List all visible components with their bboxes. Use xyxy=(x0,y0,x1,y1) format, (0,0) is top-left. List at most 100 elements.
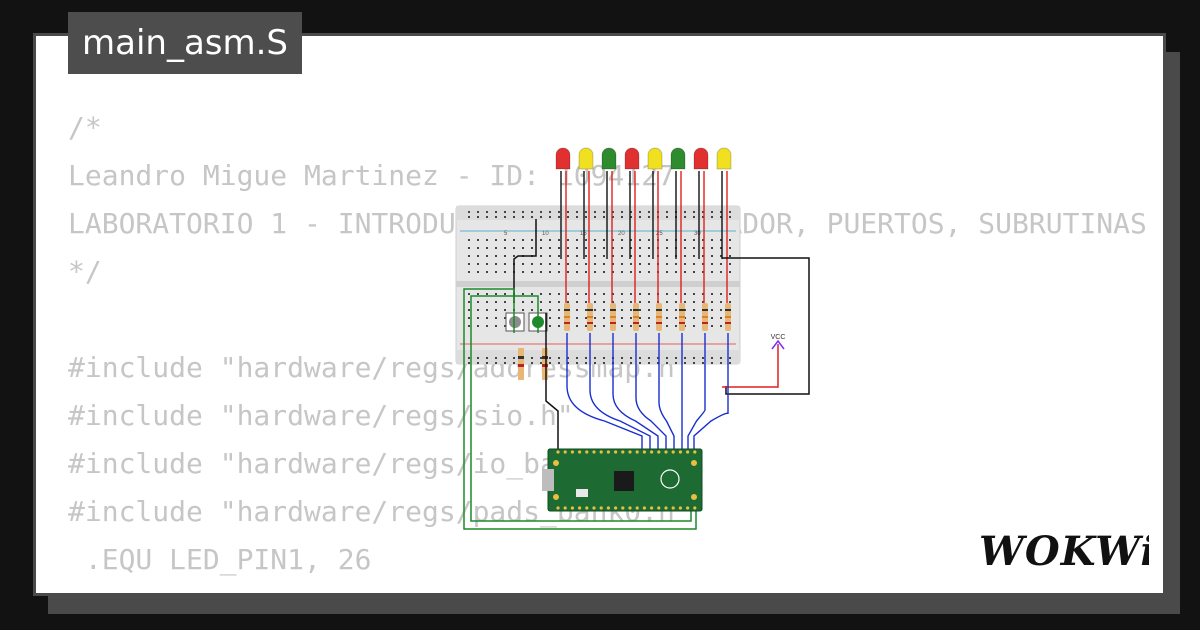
hole xyxy=(720,317,722,319)
hole xyxy=(486,301,488,303)
hole xyxy=(666,325,668,327)
hole xyxy=(603,239,605,241)
breadboard-rail-top xyxy=(456,206,740,220)
hole xyxy=(531,271,533,273)
resistor-band xyxy=(633,322,639,324)
hole xyxy=(720,325,722,327)
hole xyxy=(477,263,479,265)
hole xyxy=(702,263,704,265)
pico-pin xyxy=(650,450,654,454)
hole xyxy=(603,362,605,364)
hole xyxy=(648,317,650,319)
pico-pin xyxy=(592,506,596,510)
code-line: /* xyxy=(68,111,102,144)
hole xyxy=(477,325,479,327)
pico-pin xyxy=(628,450,632,454)
hole xyxy=(495,325,497,327)
hole xyxy=(468,293,470,295)
hole xyxy=(558,247,560,249)
pico-pin xyxy=(592,450,596,454)
pico-pin xyxy=(606,450,610,454)
hole xyxy=(549,362,551,364)
hole xyxy=(702,255,704,257)
hole xyxy=(522,247,524,249)
code-line: .EQU LED_PIN1, 26 xyxy=(68,543,372,576)
pico-pin xyxy=(599,450,603,454)
hole xyxy=(639,293,641,295)
hole xyxy=(567,216,569,218)
resistor-band xyxy=(542,356,548,359)
resistor-band xyxy=(725,316,731,318)
hole xyxy=(603,301,605,303)
hole xyxy=(522,216,524,218)
hole xyxy=(630,317,632,319)
hole xyxy=(504,293,506,295)
hole xyxy=(621,309,623,311)
hole xyxy=(585,301,587,303)
resistor-band xyxy=(564,309,570,311)
hole xyxy=(621,247,623,249)
hole xyxy=(486,263,488,265)
pico-pin xyxy=(657,506,661,510)
hole xyxy=(504,211,506,213)
pico-pin xyxy=(585,506,589,510)
hole xyxy=(621,255,623,257)
resistor-band xyxy=(587,316,593,318)
pico-pin xyxy=(614,450,618,454)
hole xyxy=(729,357,731,359)
hole xyxy=(693,309,695,311)
hole xyxy=(720,362,722,364)
hole xyxy=(702,239,704,241)
hole xyxy=(693,293,695,295)
wire-black xyxy=(722,257,810,395)
hole xyxy=(594,362,596,364)
hole xyxy=(684,211,686,213)
hole xyxy=(477,317,479,319)
column-label: 20 xyxy=(618,231,625,237)
hole xyxy=(639,239,641,241)
hole xyxy=(540,271,542,273)
file-tab[interactable]: main_asm.S xyxy=(68,12,303,74)
resistor-band xyxy=(633,316,639,318)
hole xyxy=(612,263,614,265)
hole xyxy=(504,263,506,265)
resistor-band xyxy=(542,364,548,367)
resistor-band xyxy=(702,316,708,318)
hole xyxy=(684,362,686,364)
hole xyxy=(567,263,569,265)
pico-pin xyxy=(693,450,697,454)
hole xyxy=(468,239,470,241)
hole xyxy=(468,362,470,364)
hole xyxy=(603,325,605,327)
hole xyxy=(477,239,479,241)
resistor-band xyxy=(679,322,685,324)
hole xyxy=(549,211,551,213)
hole xyxy=(594,357,596,359)
hole xyxy=(702,362,704,364)
hole xyxy=(711,239,713,241)
pico-pin xyxy=(664,450,668,454)
hole xyxy=(495,271,497,273)
hole xyxy=(576,309,578,311)
code-line: #include "hardware/regs/sio.h" xyxy=(68,399,574,432)
hole xyxy=(594,301,596,303)
hole xyxy=(468,357,470,359)
hole xyxy=(504,362,506,364)
hole xyxy=(558,271,560,273)
hole xyxy=(540,301,542,303)
hole xyxy=(693,247,695,249)
hole xyxy=(666,211,668,213)
hole xyxy=(585,325,587,327)
hole xyxy=(594,255,596,257)
hole xyxy=(468,317,470,319)
hole xyxy=(639,247,641,249)
hole xyxy=(648,255,650,257)
hole xyxy=(468,263,470,265)
wire-green xyxy=(470,295,692,522)
pico-pin xyxy=(635,450,639,454)
hole xyxy=(612,247,614,249)
hole xyxy=(630,362,632,364)
hole xyxy=(675,325,677,327)
resistor-band xyxy=(564,322,570,324)
